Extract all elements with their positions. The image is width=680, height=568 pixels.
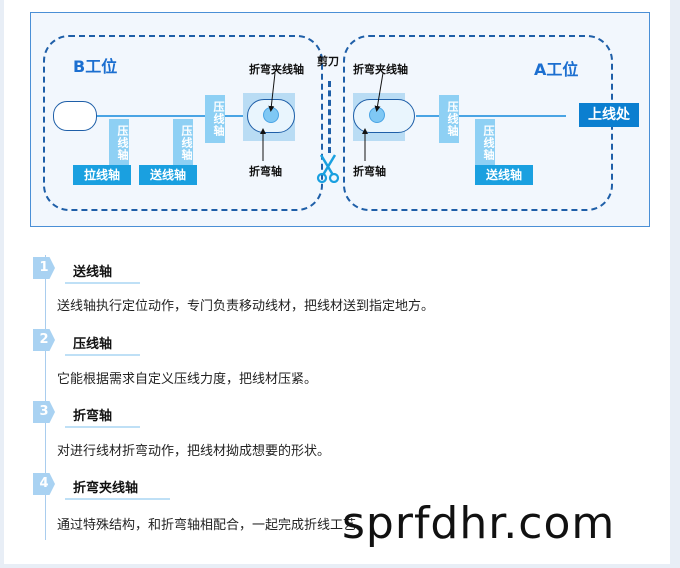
feed-axis-tag-left: 送线轴 (139, 165, 197, 185)
arrow-bend-clamp-left (268, 72, 276, 112)
wire-line-right (416, 115, 566, 117)
step-4-underline (65, 498, 170, 500)
press-axis-left-2: 压线轴 (173, 119, 193, 167)
step-2-underline (65, 354, 140, 356)
wire-bending-diagram: B工位 A工位 压线轴 压线轴 压线轴 拉线轴 送线轴 折弯夹线轴 折弯轴 剪刀 (30, 12, 650, 227)
step-4-number: 4 (33, 473, 55, 495)
wire-line-left (93, 115, 248, 117)
wire-loading-tag: 上线处 (579, 103, 639, 127)
diagram-arrows (260, 72, 384, 161)
step-2-title: 压线轴 (73, 337, 113, 352)
bend-axis-label-left: 折弯轴 (249, 165, 282, 178)
step-2-number: 2 (33, 329, 55, 351)
step-1-number: 1 (33, 257, 55, 279)
press-axis-right-1: 压线轴 (439, 95, 459, 143)
step-3-underline (65, 426, 140, 428)
page-border-left (0, 0, 4, 568)
step-1-description: 送线轴执行定位动作，专门负责移动线材，把线材送到指定地方。 (57, 299, 435, 314)
press-axis-right-2: 压线轴 (475, 119, 495, 167)
step-1-title: 送线轴 (73, 265, 113, 280)
step-4-title: 折弯夹线轴 (73, 481, 139, 496)
step-2-description: 它能根据需求自定义压线力度，把线材压紧。 (57, 372, 318, 387)
cutter-label: 剪刀 (317, 55, 339, 68)
step-3-title: 折弯轴 (73, 409, 113, 424)
page-border-bottom (0, 564, 680, 568)
steps-timeline (45, 255, 46, 540)
press-axis-left-3: 压线轴 (205, 95, 225, 143)
page-border-right (670, 0, 680, 568)
step-1-underline (65, 282, 140, 284)
bend-axis-label-right: 折弯轴 (353, 165, 386, 178)
pull-axis-tag: 拉线轴 (73, 165, 131, 185)
arrow-bend-clamp-right (374, 72, 384, 112)
cut-line (328, 81, 331, 153)
step-4-description: 通过特殊结构，和折弯轴相配合，一起完成折线工艺。 (57, 518, 370, 533)
bend-clamp-label-right: 折弯夹线轴 (353, 63, 408, 76)
watermark: sprfdhr.com (342, 498, 616, 549)
step-3-number: 3 (33, 401, 55, 423)
start-roller (53, 101, 97, 131)
press-axis-left-1: 压线轴 (109, 119, 129, 167)
bend-clamp-label-left: 折弯夹线轴 (249, 63, 304, 76)
feed-axis-tag-right: 送线轴 (475, 165, 533, 185)
step-3-description: 对进行线材折弯动作，把线材拗成想要的形状。 (57, 444, 331, 459)
station-b-frame (43, 35, 323, 211)
station-a-label: A工位 (534, 60, 579, 79)
station-b-label: B工位 (73, 57, 118, 76)
scissors-icon (316, 154, 340, 183)
